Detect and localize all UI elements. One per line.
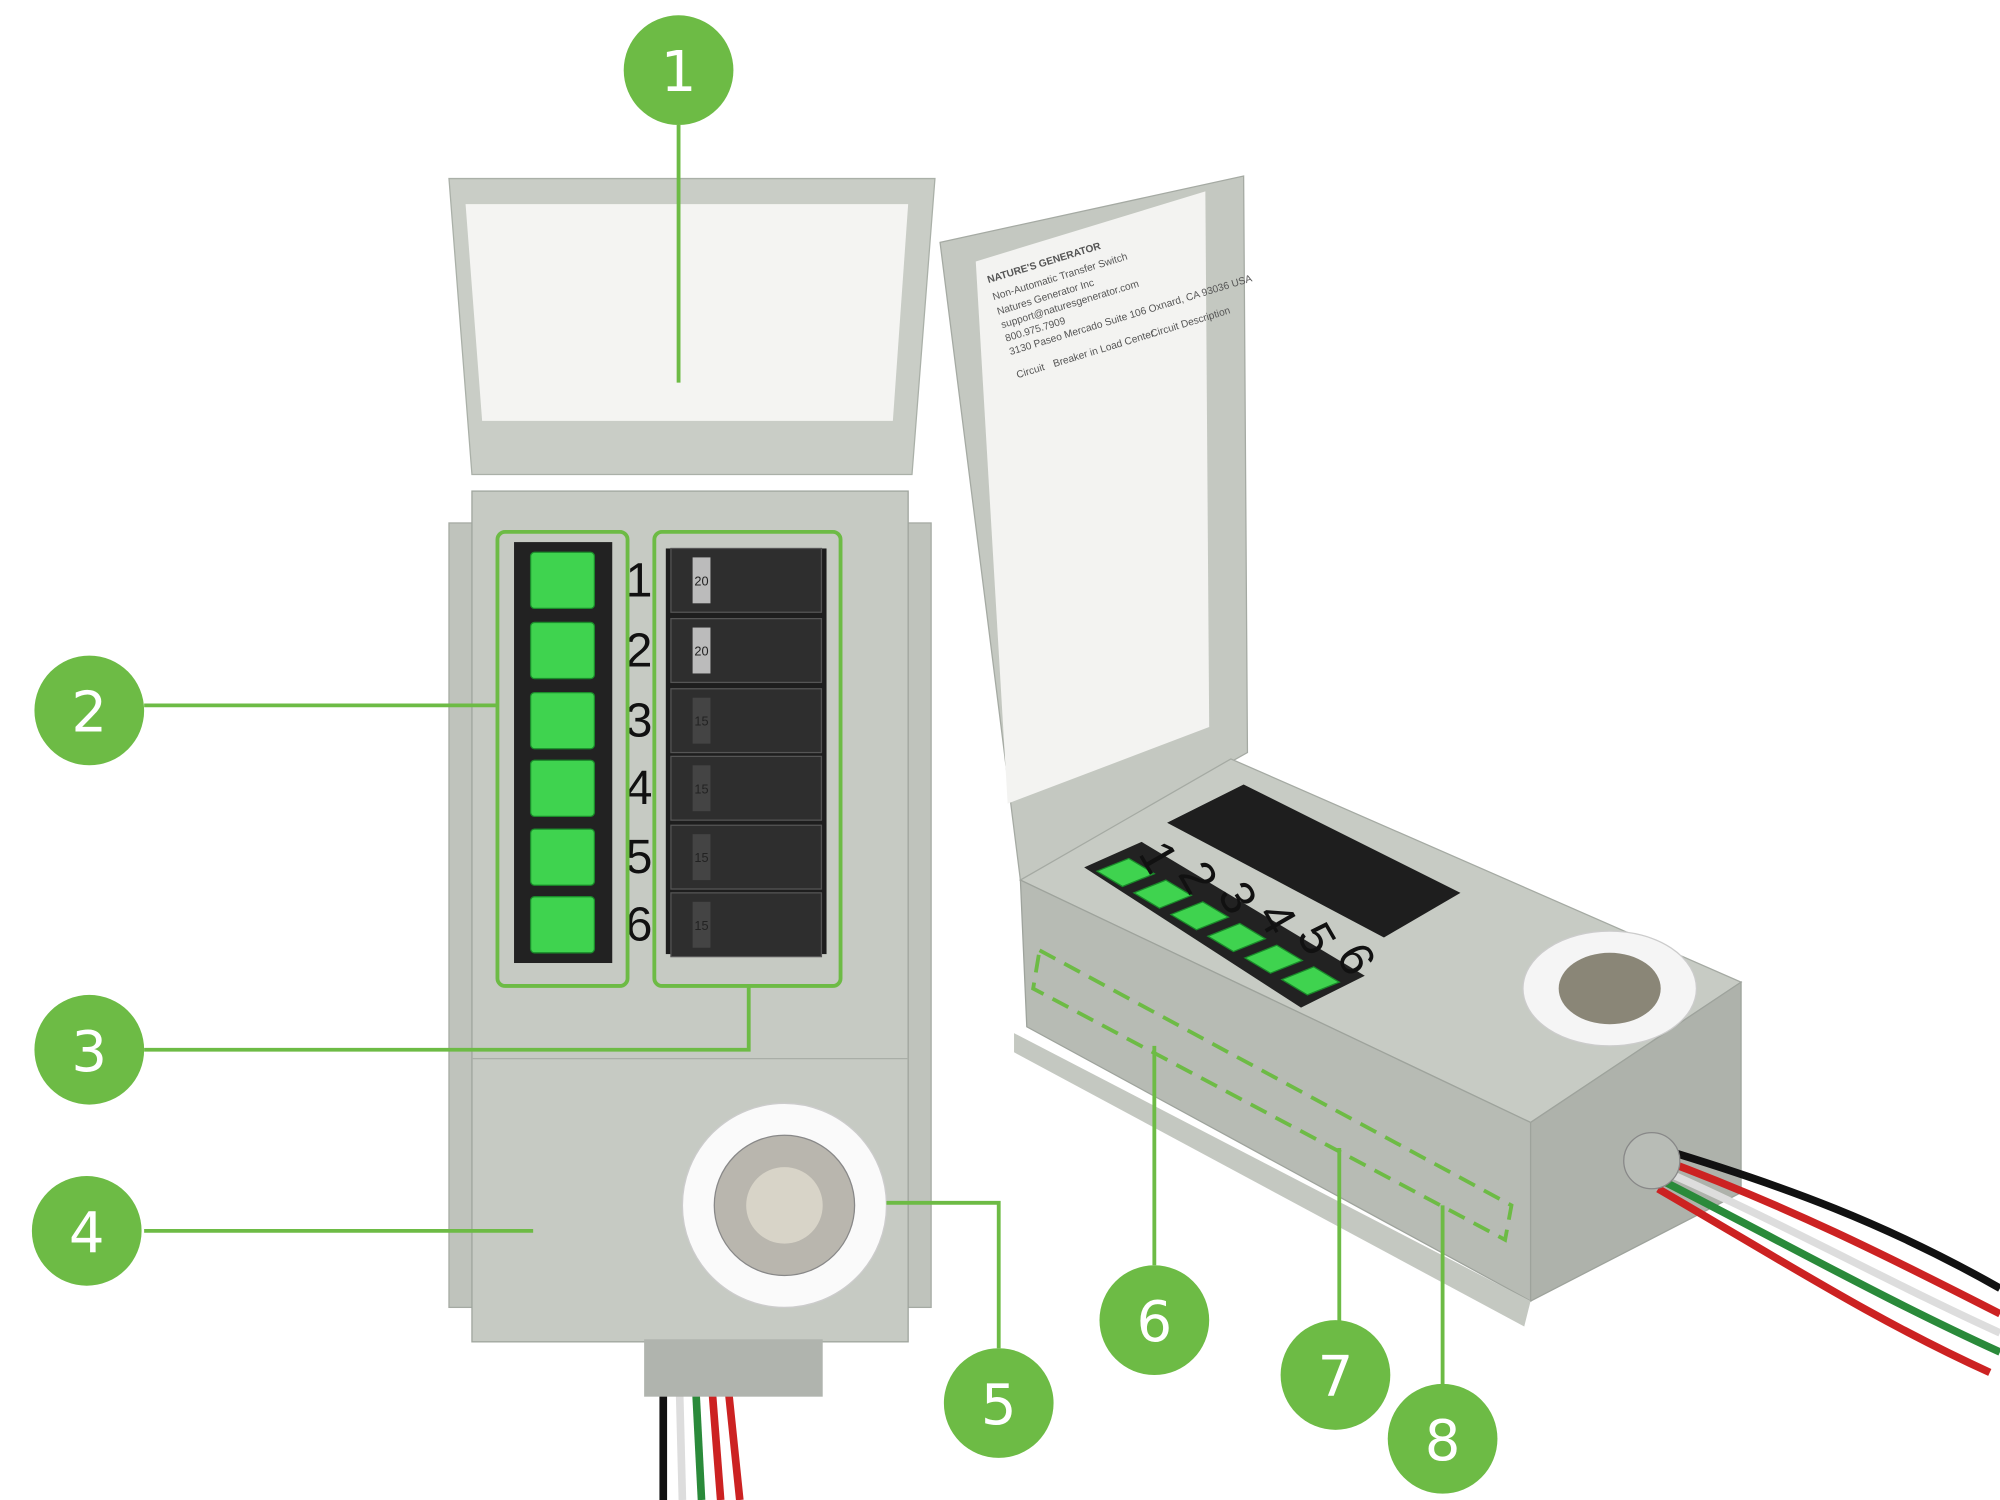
callout-number: 4 xyxy=(69,1201,105,1266)
inlet-face xyxy=(746,1167,823,1244)
callout-number: 8 xyxy=(1425,1409,1461,1474)
callout-number: 2 xyxy=(71,681,107,746)
circuit-number: 3 xyxy=(626,694,653,748)
right-transfer-switch-rocker[interactable] xyxy=(1206,922,1267,953)
callout-circle xyxy=(31,1176,142,1286)
breaker-rating: 15 xyxy=(694,714,708,729)
right-transfer-switch-rocker[interactable] xyxy=(1095,857,1156,888)
right-lid-label xyxy=(975,191,1210,804)
right-conduit-connector xyxy=(1623,1132,1681,1190)
callout-2: 2 xyxy=(34,655,145,766)
callout-circle xyxy=(34,655,145,766)
callout-1: 1 xyxy=(623,15,734,126)
breaker-rating: 15 xyxy=(694,781,708,796)
callout-circle xyxy=(34,994,145,1105)
right-breaker-panel xyxy=(1167,784,1461,938)
callout-circle xyxy=(943,1348,1054,1458)
transfer-switch-rocker[interactable] xyxy=(529,759,596,817)
callout-4: 4 xyxy=(31,1176,142,1286)
callout-8: 8 xyxy=(1387,1383,1498,1494)
left-unit: 20 20 15 15 15 15 1 2 3 4 5 6 xyxy=(448,177,936,1500)
circuit-number: 4 xyxy=(626,761,653,815)
callout-number: 5 xyxy=(981,1373,1017,1438)
circuit-number: 2 xyxy=(626,624,653,678)
callout-number: 1 xyxy=(661,40,697,105)
breaker-rating: 20 xyxy=(694,573,708,588)
circuit-number: 1 xyxy=(626,553,653,607)
transfer-switch-rocker[interactable] xyxy=(529,896,596,954)
transfer-switch-rocker[interactable] xyxy=(529,551,596,610)
breaker-handle xyxy=(692,627,711,674)
transfer-switch-rocker[interactable] xyxy=(529,828,596,886)
breaker-handle xyxy=(692,834,711,881)
callout-3: 3 xyxy=(34,994,145,1105)
circuit-number: 6 xyxy=(626,898,653,952)
breaker-handle xyxy=(692,557,711,604)
breaker-rating: 20 xyxy=(694,644,708,659)
right-wires xyxy=(1656,1144,2000,1376)
callout-number: 7 xyxy=(1318,1345,1354,1410)
callout-5: 5 xyxy=(943,1348,1054,1458)
breaker-rating: 15 xyxy=(694,850,708,865)
callout-7: 7 xyxy=(1280,1320,1391,1430)
switch-highlight xyxy=(495,529,630,988)
callout-number: 3 xyxy=(71,1020,107,1085)
callout-circle xyxy=(1280,1320,1391,1430)
callout-circle xyxy=(1387,1383,1498,1494)
right-transfer-switch-rocker[interactable] xyxy=(1243,944,1304,974)
right-inlet-plug xyxy=(1558,952,1661,1025)
switch-bank xyxy=(514,542,613,964)
breaker-handle xyxy=(692,901,711,948)
right-switch-bank xyxy=(1084,841,1365,1008)
transfer-switch-rocker[interactable] xyxy=(529,621,596,680)
callout-number: 6 xyxy=(1136,1290,1172,1355)
right-flange xyxy=(1014,1033,1531,1327)
transfer-switch-rocker[interactable] xyxy=(529,691,596,750)
right-unit: NATURE'S GENERATOR Non-Automatic Transfe… xyxy=(939,175,2000,1376)
left-lid-label xyxy=(465,204,909,421)
breaker-rating: 15 xyxy=(694,918,708,933)
callout-circle xyxy=(1099,1265,1210,1375)
conduit-connector xyxy=(644,1339,823,1397)
right-transfer-switch-rocker[interactable] xyxy=(1169,901,1230,931)
circuit-number: 5 xyxy=(626,830,653,884)
knockout-highlight xyxy=(1031,947,1514,1243)
callout-lines xyxy=(144,125,1445,1386)
right-transfer-switch-rocker[interactable] xyxy=(1280,966,1341,996)
breaker-handle xyxy=(692,697,711,744)
breaker-handle xyxy=(692,765,711,812)
right-transfer-switch-rocker[interactable] xyxy=(1132,879,1193,909)
callout-6: 6 xyxy=(1099,1265,1210,1375)
callout-circle xyxy=(623,15,734,126)
